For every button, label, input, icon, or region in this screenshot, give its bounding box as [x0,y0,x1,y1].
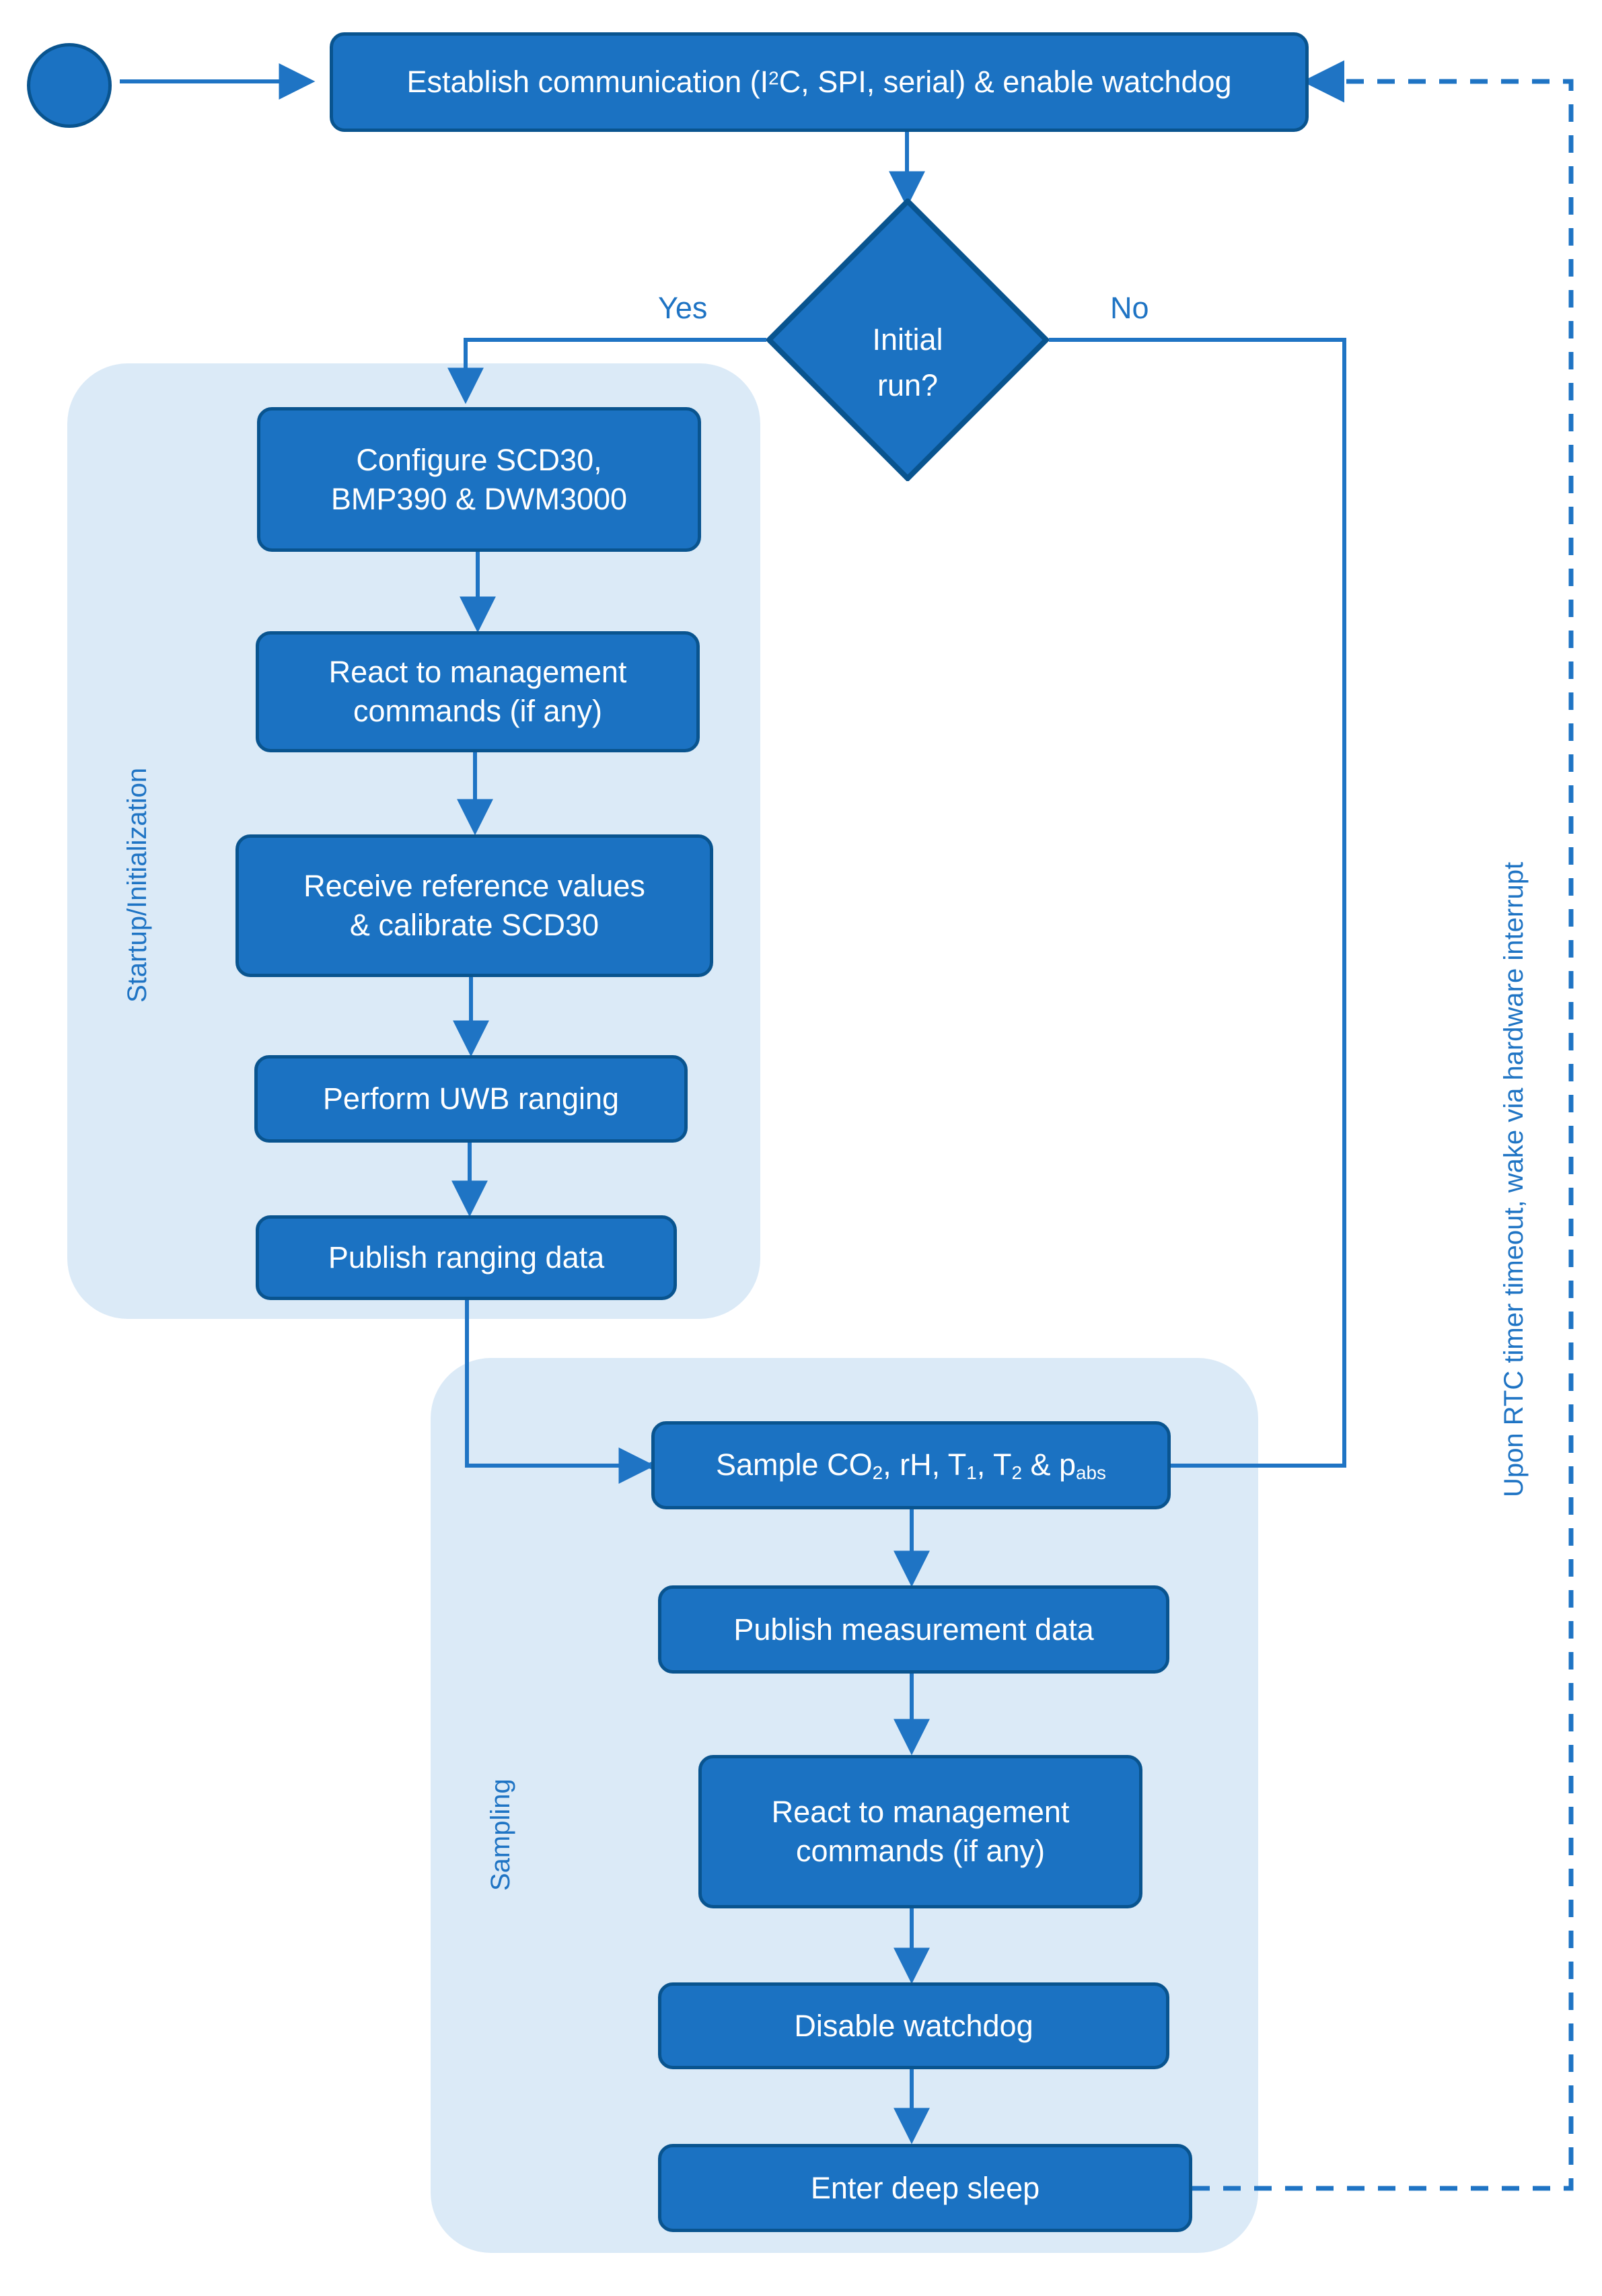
node-disable-watchdog[interactable]: Disable watchdog [658,1982,1169,2069]
lane-label-sampling: Sampling [486,1779,515,1891]
node-establish-communication[interactable]: Establish communication (I2C, SPI, seria… [330,32,1309,132]
node-publish-ranging-data[interactable]: Publish ranging data [256,1215,677,1300]
start-terminator[interactable] [27,43,112,128]
decision-diamond-shape [766,199,1049,481]
node-enter-deep-sleep[interactable]: Enter deep sleep [658,2144,1192,2232]
edge-label-no: No [1110,291,1149,325]
lane-label-startup: Startup/Initialization [122,767,152,1003]
node-disable-watchdog-label: Disable watchdog [794,2008,1033,2043]
node-configure-label: Configure SCD30,BMP390 & DWM3000 [330,442,628,516]
node-publish-ranging-label: Publish ranging data [328,1240,605,1275]
edge-decision-yes [447,338,766,404]
node-publish-measurement-data[interactable]: Publish measurement data [658,1585,1169,1674]
edge-publishranging-to-sample [465,1300,655,1484]
node-establish-label: Establish communication (I2C, SPI, seria… [406,65,1232,100]
node-calibrate-label: Receive reference values& calibrate SCD3… [303,869,645,942]
edge-label-wake-interrupt: Upon RTC timer timeout, wake via hardwar… [1499,861,1529,1497]
node-deep-sleep-label: Enter deep sleep [810,2170,1040,2205]
node-receive-reference-calibrate[interactable]: Receive reference values& calibrate SCD3… [235,834,713,977]
decision-line-1: Initial [872,322,943,357]
edge-label-yes: Yes [658,291,708,325]
decision-line-2: run? [877,367,939,402]
node-publish-measurement-label: Publish measurement data [733,1612,1094,1647]
node-sample-environment[interactable]: Sample CO2, rH, T1, T2 & pabs [651,1421,1171,1509]
node-sample-label: Sample CO2, rH, T1, T2 & pabs [715,1447,1106,1484]
decision-label: Initial run? [872,272,943,408]
node-perform-uwb-ranging[interactable]: Perform UWB ranging [254,1055,688,1143]
node-configure-sensors[interactable]: Configure SCD30,BMP390 & DWM3000 [257,407,701,552]
edge-deepsleep-wake-return [1192,60,1574,2191]
edge-decision-no [643,338,1346,1484]
node-ranging-label: Perform UWB ranging [322,1081,620,1116]
decision-initial-run[interactable]: Initial run? [766,199,1049,481]
